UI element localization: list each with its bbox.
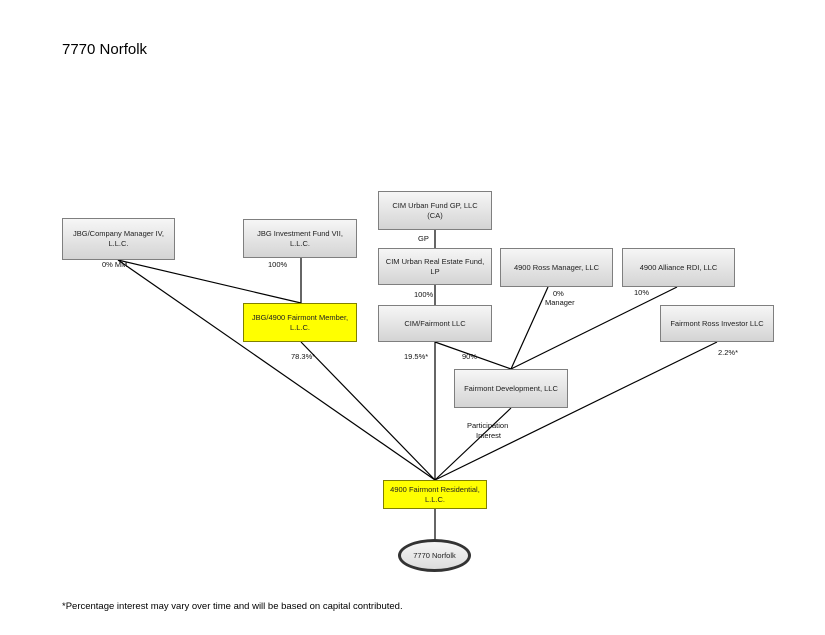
- entity-fairmont-residential: 4900 Fairmont Residential, L.L.C.: [383, 480, 487, 509]
- label-alliance-10: 10%: [634, 288, 650, 297]
- line-rossmanager-to-development: [510, 286, 549, 370]
- label-mm-0: 0% MM: [102, 260, 128, 269]
- footnote: *Percentage interest may vary over time …: [62, 601, 403, 612]
- entity-jbg-company-manager: JBG/Company Manager IV, L.L.C.: [62, 218, 175, 260]
- line-member-to-residential: [300, 341, 436, 481]
- line-cimfairmont-to-development: [434, 341, 512, 370]
- label-manager-0: 0%: [553, 289, 564, 298]
- entity-jbg-investment-fund: JBG Investment Fund VII, L.L.C.: [243, 219, 357, 258]
- entity-alliance-rdi: 4900 Alliance RDI, LLC: [622, 248, 735, 287]
- label-member-783: 78.3%*: [291, 352, 316, 361]
- entity-ross-manager: 4900 Ross Manager, LLC: [500, 248, 613, 287]
- line-rossinvestor-to-residential: [434, 341, 718, 481]
- label-gp: GP: [418, 234, 429, 243]
- line-alliance-to-development: [510, 286, 678, 370]
- label-participation: Participation: [467, 421, 509, 430]
- line-jbgmanager-to-member: [117, 259, 302, 304]
- label-development-90: 90%: [462, 352, 478, 361]
- entity-cim-fund-gp: CIM Urban Fund GP, LLC (CA): [378, 191, 492, 230]
- line-jbgmanager-to-residential: [117, 259, 436, 481]
- label-jbg-100: 100%: [268, 260, 288, 269]
- entity-norfolk-property: 7770 Norfolk: [398, 539, 471, 572]
- entity-cim-fairmont: CIM/Fairmont LLC: [378, 305, 492, 342]
- entity-cim-real-estate-fund: CIM Urban Real Estate Fund, LP: [378, 248, 492, 285]
- label-investor-22: 2.2%*: [718, 348, 739, 357]
- label-cim-195: 19.5%*: [404, 352, 429, 361]
- label-interest: Interest: [476, 431, 502, 440]
- page-title: 7770 Norfolk: [62, 41, 148, 58]
- entity-fairmont-development: Fairmont Development, LLC: [454, 369, 568, 408]
- line-development-to-residential: [434, 407, 512, 481]
- entity-fairmont-ross-investor: Fairmont Ross Investor LLC: [660, 305, 774, 342]
- entity-jbg-fairmont-member: JBG/4900 Fairmont Member, L.L.C.: [243, 303, 357, 342]
- label-cim-100: 100%: [414, 290, 434, 299]
- label-manager: Manager: [545, 298, 575, 307]
